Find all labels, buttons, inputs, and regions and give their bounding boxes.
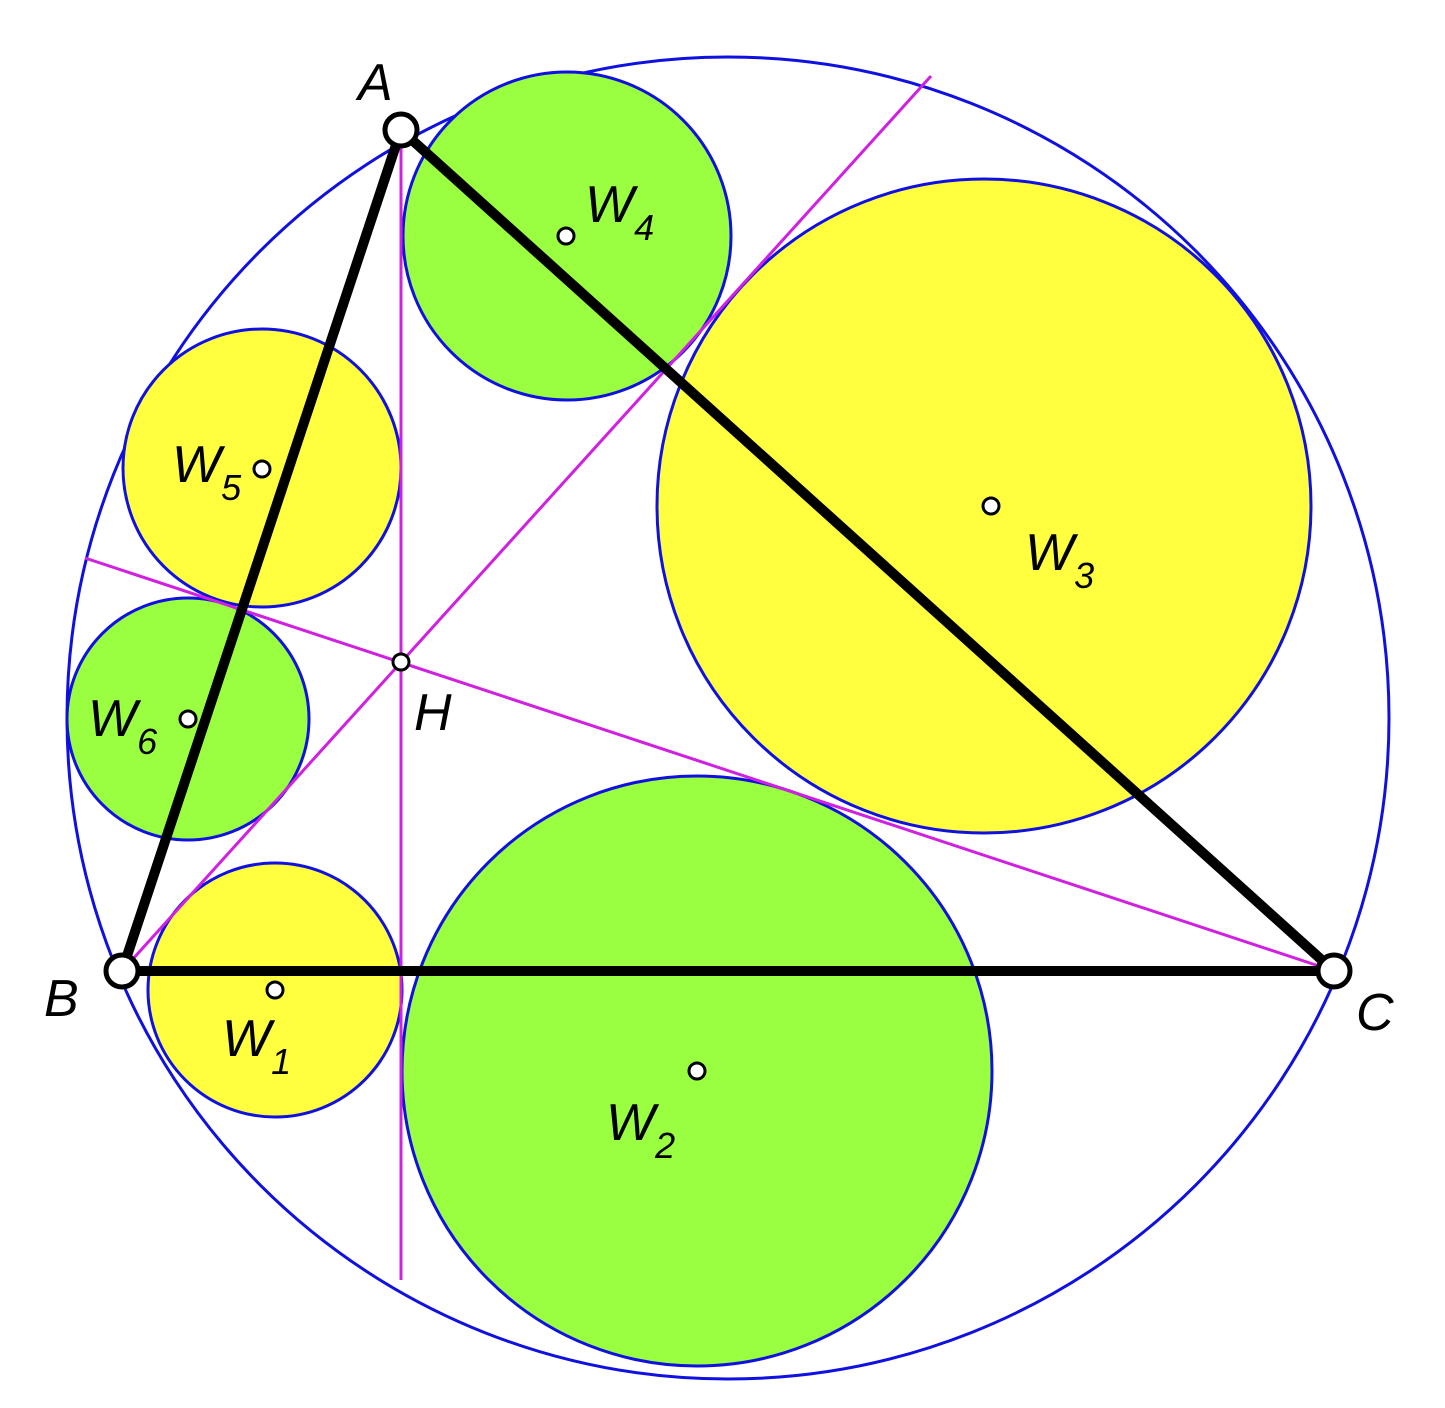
vertex-c-point	[1315, 952, 1353, 990]
label-w2-base: W	[606, 1094, 660, 1152]
label-h: H	[414, 684, 452, 742]
label-w6: W6	[88, 690, 158, 762]
label-w4: W4	[585, 176, 654, 248]
label-w4-sub: 4	[634, 207, 654, 248]
label-w2: W2	[606, 1094, 675, 1166]
label-w1-sub: 1	[271, 1041, 291, 1082]
altitude-from-b	[120, 74, 933, 973]
label-w3-sub: 3	[1074, 555, 1094, 596]
label-w5-base: W	[172, 436, 226, 494]
center-w2	[687, 1061, 707, 1081]
label-w6-sub: 6	[137, 721, 158, 762]
altitude-from-c	[84, 556, 1335, 973]
center-w4	[556, 226, 576, 246]
orthocenter-point	[391, 652, 411, 672]
label-w5: W5	[172, 436, 242, 508]
label-w4-base: W	[585, 176, 639, 234]
side-ab	[117, 125, 406, 976]
label-w2-sub: 2	[654, 1125, 675, 1166]
label-w5-sub: 5	[221, 467, 242, 508]
label-w1: W1	[222, 1010, 291, 1082]
label-a: A	[355, 54, 393, 112]
label-w6-base: W	[88, 690, 142, 748]
label-w3-base: W	[1025, 524, 1079, 582]
center-w1	[265, 980, 285, 1000]
label-b: B	[44, 970, 79, 1028]
vertex-a-point	[382, 111, 420, 149]
side-ac	[396, 125, 1339, 976]
label-c: C	[1356, 984, 1394, 1042]
center-w3	[981, 496, 1001, 516]
vertex-b-point	[103, 952, 141, 990]
label-w3: W3	[1025, 524, 1094, 596]
center-w6	[178, 709, 198, 729]
center-w5	[252, 459, 272, 479]
label-w1-base: W	[222, 1010, 276, 1068]
